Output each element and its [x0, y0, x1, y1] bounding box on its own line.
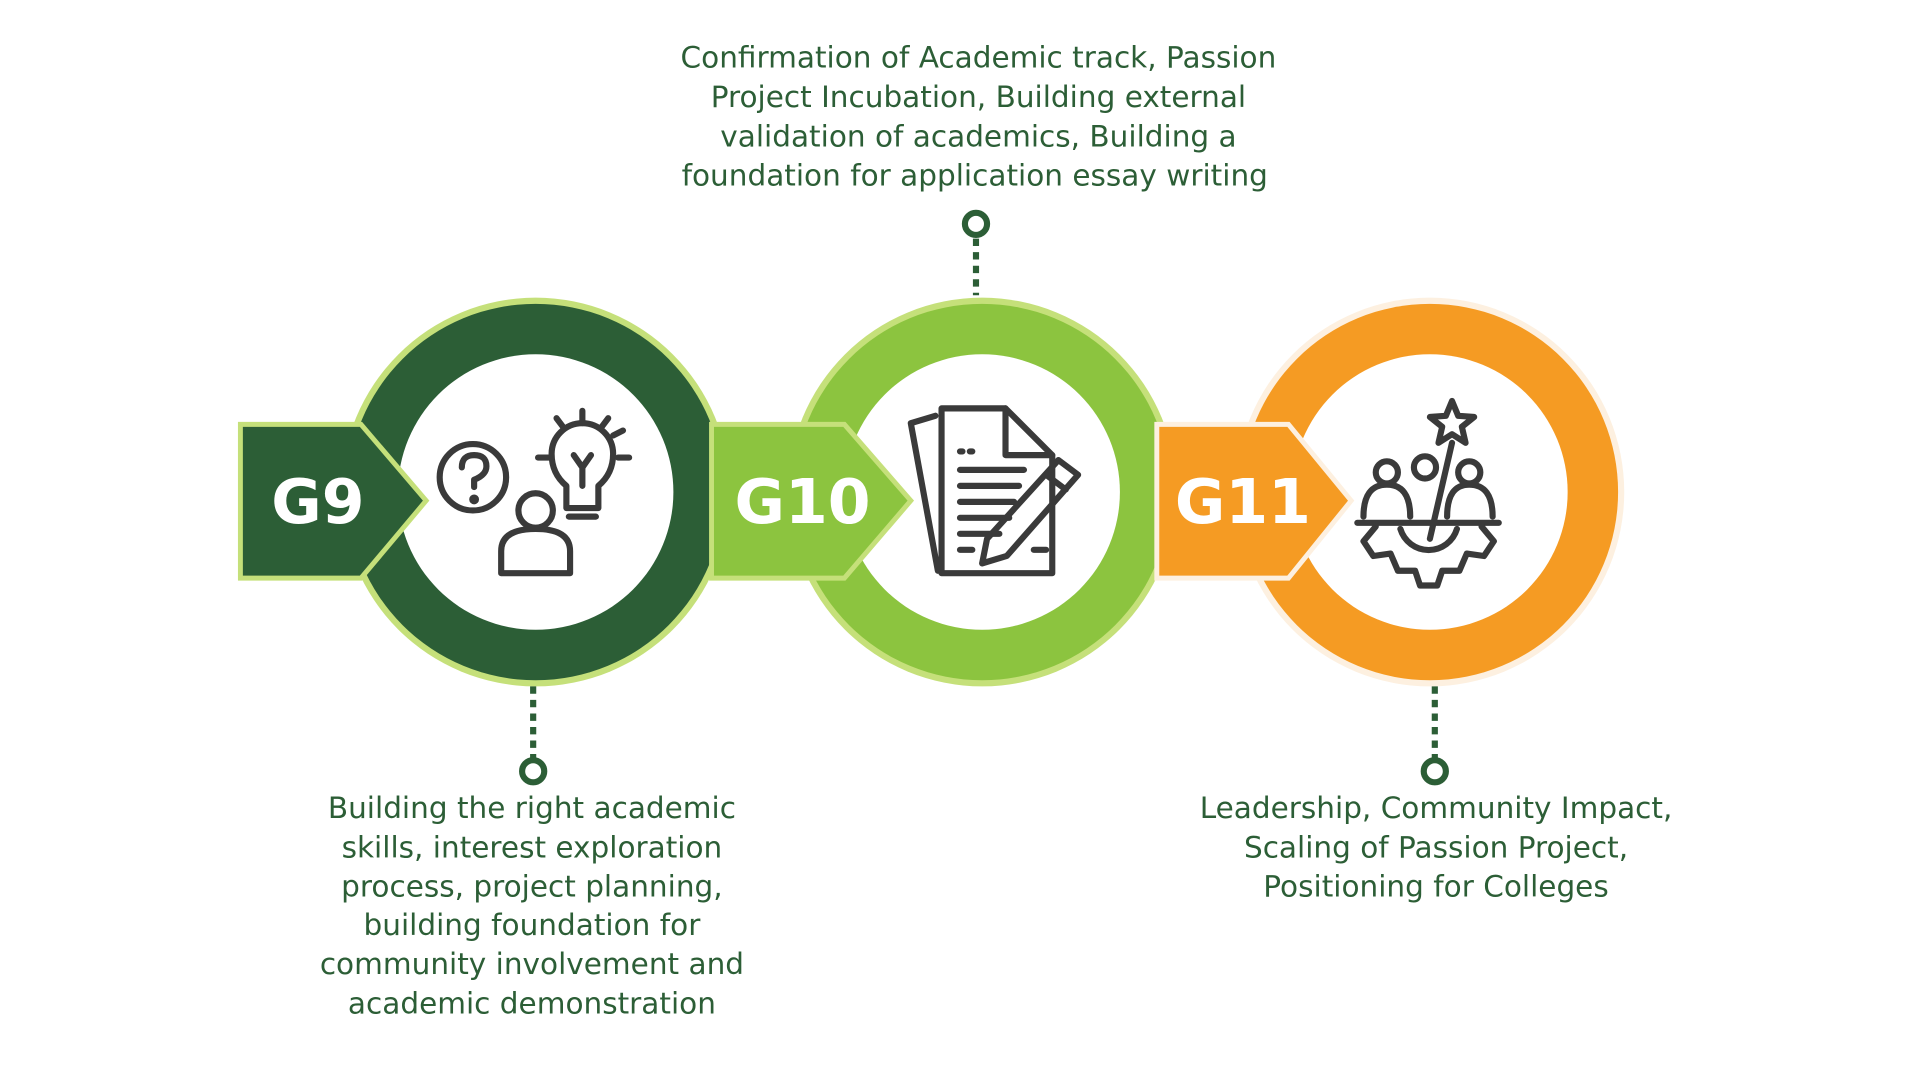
stage-g9-label: G9 [271, 466, 364, 538]
stage-g11-circle [1235, 297, 1625, 687]
description-line: Confirmation of Academic track, Passion [681, 41, 1277, 75]
description-line: validation of academics, Building a [720, 119, 1236, 153]
team-gear-star-icon [1354, 397, 1502, 589]
description-line: skills, interest exploration [342, 830, 723, 864]
description-line: Leadership, Community Impact, [1200, 791, 1673, 825]
question-person-lightbulb-icon [436, 407, 633, 577]
connector-g11 [1420, 686, 1449, 786]
description-line: building foundation for [364, 908, 702, 942]
stage-g10-label: G10 [735, 466, 871, 538]
connector-g10 [961, 209, 991, 296]
stage-g11-tag: G11 [1154, 421, 1355, 581]
stage-g9-tag: G9 [237, 421, 430, 581]
stage-g11-label: G11 [1175, 466, 1311, 538]
description-line: process, project planning, [341, 870, 722, 904]
description-line: community involvement and [320, 947, 744, 981]
description-line: Scaling of Passion Project, [1244, 830, 1628, 864]
description-line: Positioning for Colleges [1263, 870, 1608, 904]
description-line: foundation for application essay writing [682, 159, 1268, 193]
stage-g10-description: Confirmation of Academic track, Passion … [681, 41, 1277, 193]
connector-g9 [519, 686, 548, 786]
description-line: Project Incubation, Building external [711, 80, 1246, 114]
stage-g11-description: Leadership, Community Impact, Scaling of… [1200, 791, 1673, 904]
description-line: Building the right academic [328, 791, 736, 825]
stage-g10-tag: G10 [709, 421, 915, 581]
description-line: academic demonstration [348, 987, 716, 1021]
stage-g9-description: Building the right academic skills, inte… [320, 791, 744, 1021]
document-pencil-icon [907, 405, 1082, 577]
